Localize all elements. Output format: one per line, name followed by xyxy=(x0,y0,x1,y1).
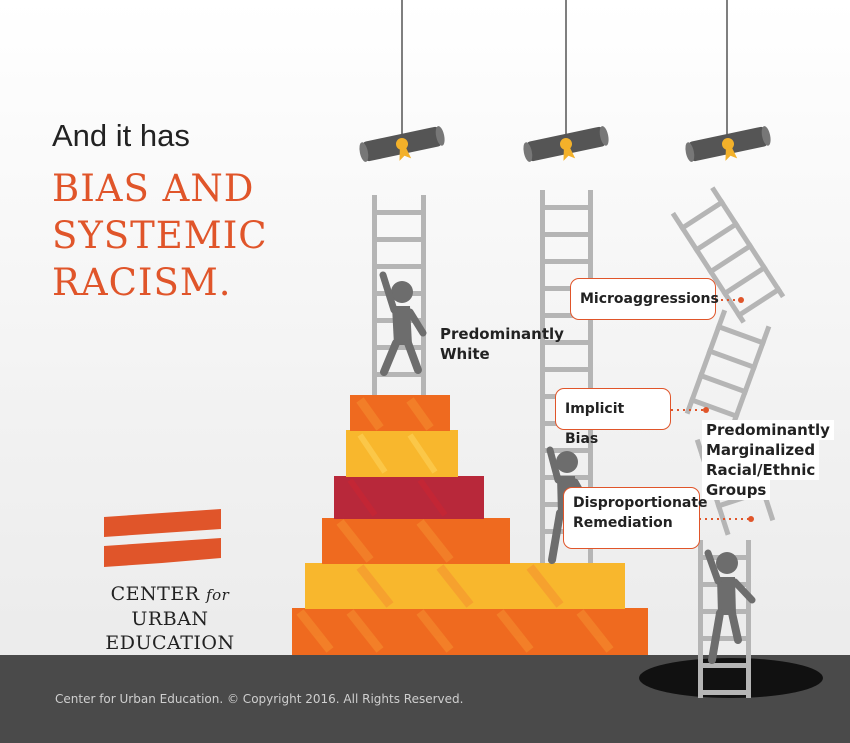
barrier-line: Remediation xyxy=(573,515,673,531)
headline-line: SYSTEMIC xyxy=(52,214,268,257)
diploma-icon xyxy=(523,126,609,162)
climber-figure xyxy=(704,549,756,664)
label-line: Marginalized xyxy=(702,440,820,460)
label-line: Racial/Ethnic xyxy=(702,460,820,480)
diploma-icon xyxy=(359,126,445,162)
label-predominantly-marginalized: Predominantly Marginalized Racial/Ethnic… xyxy=(702,420,834,500)
broken-ladder-middle xyxy=(684,309,772,431)
org-line-2: EDUCATION xyxy=(105,632,235,654)
org-word: for xyxy=(206,586,230,604)
connector-endpoints xyxy=(703,297,754,522)
label-line: Predominantly xyxy=(440,325,564,343)
privilege-pyramid xyxy=(292,395,648,655)
headline: BIAS AND SYSTEMIC RACISM. xyxy=(52,165,268,306)
org-line-1: CENTER for URBAN xyxy=(70,582,270,631)
barrier-implicit-bias: Implicit Bias xyxy=(555,388,671,447)
climber-figure xyxy=(379,271,427,376)
headline-line: RACISM. xyxy=(52,261,232,304)
org-word: URBAN xyxy=(131,608,209,630)
headline-line: BIAS AND xyxy=(52,167,255,210)
copyright-footer: Center for Urban Education. © Copyright … xyxy=(55,692,464,706)
label-line: Predominantly xyxy=(702,420,834,440)
intro-text: And it has xyxy=(52,118,190,153)
barrier-line: Disproportionate xyxy=(573,495,708,511)
connector-dots xyxy=(671,299,750,520)
diploma-icon xyxy=(685,126,771,162)
hanging-strings xyxy=(401,0,728,138)
label-line: Groups xyxy=(702,480,771,500)
label-line: White xyxy=(440,345,490,363)
barrier-disproportionate-remediation: Disproportionate Remediation xyxy=(563,487,708,549)
broken-ladder-top xyxy=(670,186,786,324)
org-word: CENTER xyxy=(110,583,200,605)
barrier-microaggressions: Microaggressions xyxy=(570,278,719,320)
logo-icon xyxy=(104,509,221,567)
hole xyxy=(639,658,823,698)
organization-name: CENTER for URBAN EDUCATION xyxy=(70,582,270,655)
label-predominantly-white: Predominantly White xyxy=(440,324,564,364)
